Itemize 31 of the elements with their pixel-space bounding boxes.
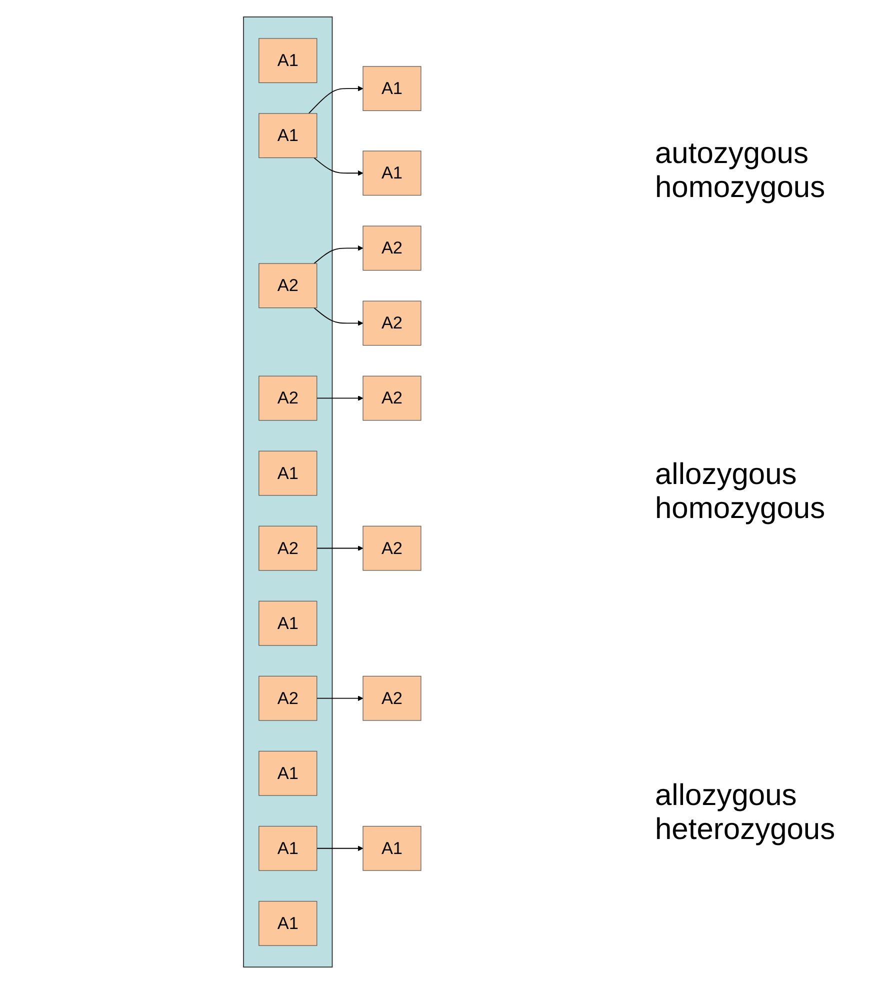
cluster <box>243 16 333 968</box>
node-box: A2 <box>362 675 422 720</box>
node-box: A2 <box>258 375 318 420</box>
node-box: A1 <box>258 825 318 870</box>
arrow <box>314 306 364 326</box>
arrow <box>316 545 364 550</box>
node-box: A2 <box>258 262 318 308</box>
arrow <box>308 85 364 114</box>
node-box: A2 <box>362 225 422 270</box>
arrow <box>316 695 364 701</box>
arrow <box>316 845 364 851</box>
node-box: A1 <box>258 38 318 83</box>
arrow <box>314 156 364 176</box>
node-box: A1 <box>258 112 318 158</box>
genotype-label: allozygous heterozygous <box>655 778 836 846</box>
node-box: A2 <box>258 675 318 720</box>
node-box: A1 <box>362 825 422 870</box>
node-box: A1 <box>258 900 318 946</box>
node-box: A1 <box>258 600 318 646</box>
node-box: A1 <box>258 450 318 496</box>
arrow <box>316 395 364 400</box>
genotype-label: autozygous homozygous <box>655 136 826 204</box>
node-box: A2 <box>362 375 422 420</box>
node-box: A2 <box>258 525 318 570</box>
node-box: A1 <box>258 750 318 796</box>
genotype-label: allozygous homozygous <box>655 458 826 526</box>
node-box: A2 <box>362 300 422 346</box>
node-box: A1 <box>362 150 422 196</box>
arrow <box>314 244 364 264</box>
node-box: A1 <box>362 66 422 111</box>
node-box: A2 <box>362 525 422 570</box>
